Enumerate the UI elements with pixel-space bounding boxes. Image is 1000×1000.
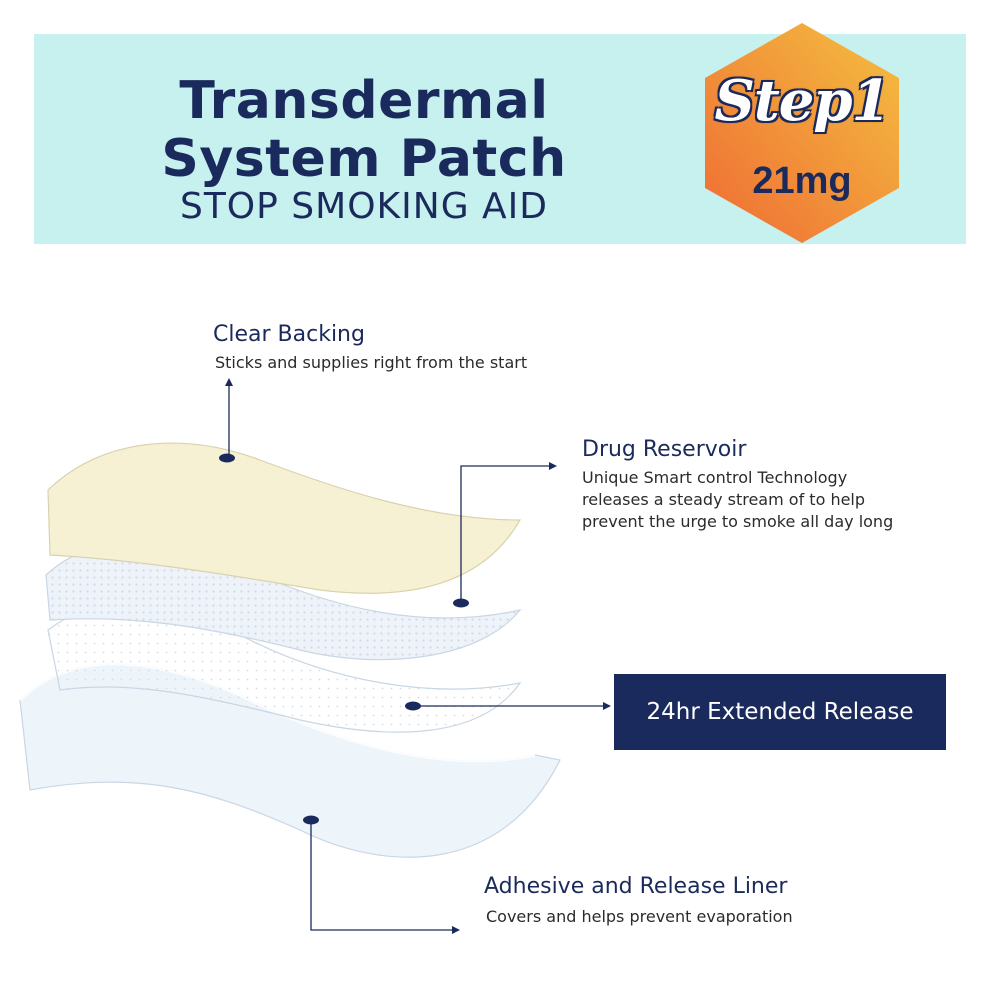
callout-clear-backing	[219, 378, 235, 463]
adhesive-liner-title: Adhesive and Release Liner	[484, 874, 788, 899]
drug-reservoir-line-3: prevent the urge to smoke all day long	[582, 512, 894, 531]
drug-reservoir-description: Unique Smart control Technology releases…	[582, 467, 893, 533]
title-line-2: System Patch	[161, 129, 567, 189]
drug-reservoir-line-2: releases a steady stream of to help	[582, 490, 866, 509]
clear-backing-description: Sticks and supplies right from the start	[215, 353, 528, 372]
drug-reservoir-line-1: Unique Smart control Technology	[582, 468, 848, 487]
adhesive-liner-description: Covers and helps prevent evaporation	[486, 907, 793, 926]
badge-step-text: Step1	[714, 68, 890, 134]
drug-reservoir-title: Drug Reservoir	[582, 437, 747, 462]
clear-backing-title: Clear Backing	[213, 322, 365, 347]
title-line-1: Transdermal	[179, 71, 549, 131]
extended-release-label: 24hr Extended Release	[614, 674, 946, 750]
product-title: Transdermal System Patch	[34, 72, 694, 188]
badge-dose-text: 21mg	[752, 160, 852, 202]
callout-drug-reservoir	[453, 462, 557, 608]
hexagon-badge-shape	[705, 23, 899, 243]
callout-adhesive-liner	[303, 815, 460, 934]
step-badge: Step1 21mg	[702, 20, 902, 246]
product-subtitle: STOP SMOKING AID	[179, 186, 549, 227]
callout-extended-release	[405, 701, 611, 711]
